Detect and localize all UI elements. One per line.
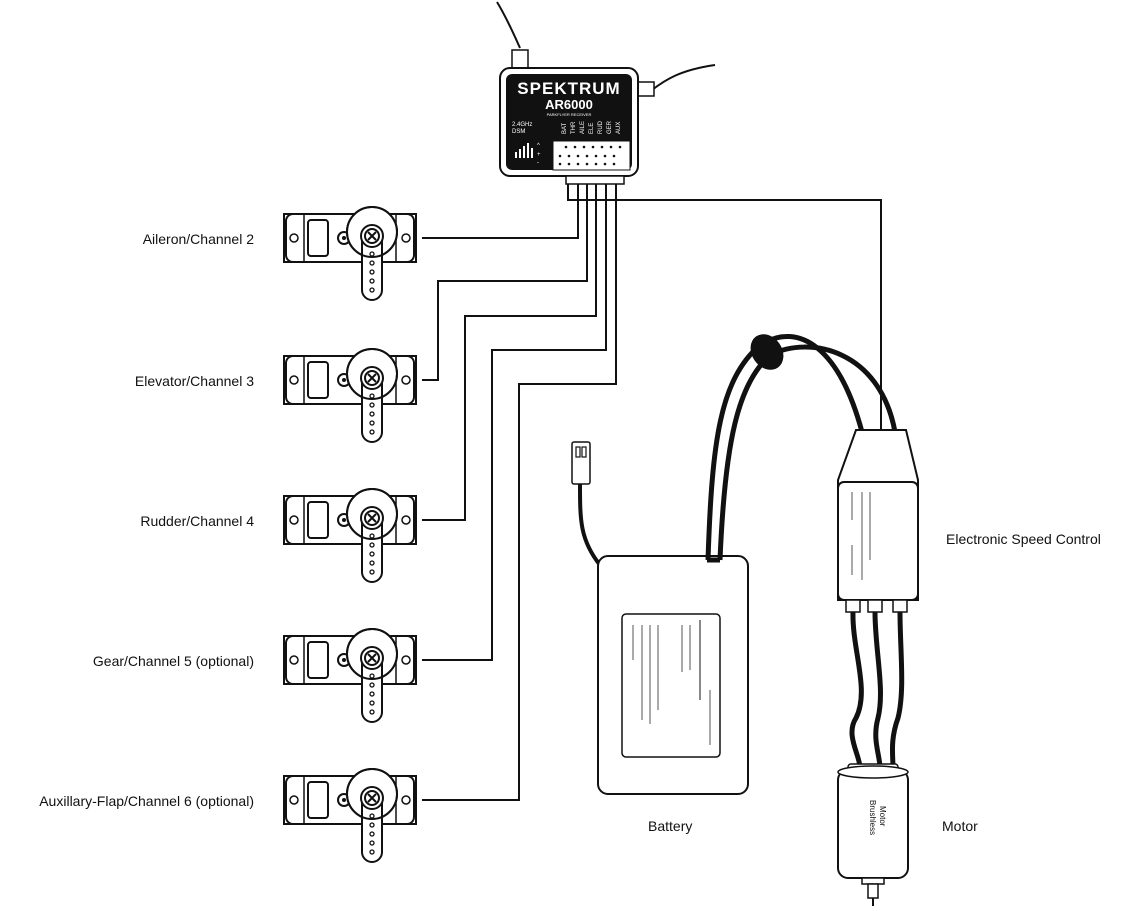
servo-label: Auxillary-Flap/Channel 6 (optional) <box>39 793 254 809</box>
receiver-band: 2.4GHz <box>512 122 532 128</box>
pin-header <box>558 145 622 166</box>
svg-text:^: ^ <box>537 143 540 149</box>
port-label: BAT <box>562 122 568 134</box>
battery-label: Battery <box>648 818 693 834</box>
svg-text:-: - <box>537 160 539 166</box>
port-label: GER <box>607 120 613 134</box>
port-label: RUD <box>598 120 604 134</box>
battery <box>571 441 749 795</box>
servo-aux <box>283 768 417 863</box>
servo-label: Aileron/Channel 2 <box>142 231 254 247</box>
servo-aileron <box>283 206 417 301</box>
esc <box>705 333 919 769</box>
receiver-wires <box>422 184 882 801</box>
motor-body-text: Motor <box>878 806 887 827</box>
port-label: AILE <box>580 121 586 134</box>
receiver-subtitle: PARKFLYER RECEIVER <box>547 112 592 117</box>
signal-bars-icon <box>515 143 533 158</box>
servo-label: Elevator/Channel 3 <box>134 373 254 389</box>
servo-elevator <box>283 348 417 443</box>
receiver-model: AR6000 <box>545 97 593 112</box>
port-label: AUX <box>616 122 622 134</box>
motor: Brushless Motor <box>837 763 909 906</box>
port-label: THR <box>571 121 577 134</box>
receiver-mode: DSM <box>512 129 525 135</box>
servo-label: Gear/Channel 5 (optional) <box>92 653 254 669</box>
receiver-brand: SPEKTRUM <box>517 79 620 98</box>
servo-rudder <box>283 488 417 583</box>
motor-label: Motor <box>942 818 978 834</box>
receiver: SPEKTRUM AR6000 PARKFLYER RECEIVER 2.4GH… <box>496 1 716 185</box>
motor-body-text: Brushless <box>868 800 877 835</box>
servo-gear <box>283 628 417 723</box>
esc-label: Electronic Speed Control <box>946 531 1101 547</box>
port-label: ELE <box>589 123 595 134</box>
svg-text:+: + <box>537 152 541 158</box>
servo-label: Rudder/Channel 4 <box>140 513 254 529</box>
